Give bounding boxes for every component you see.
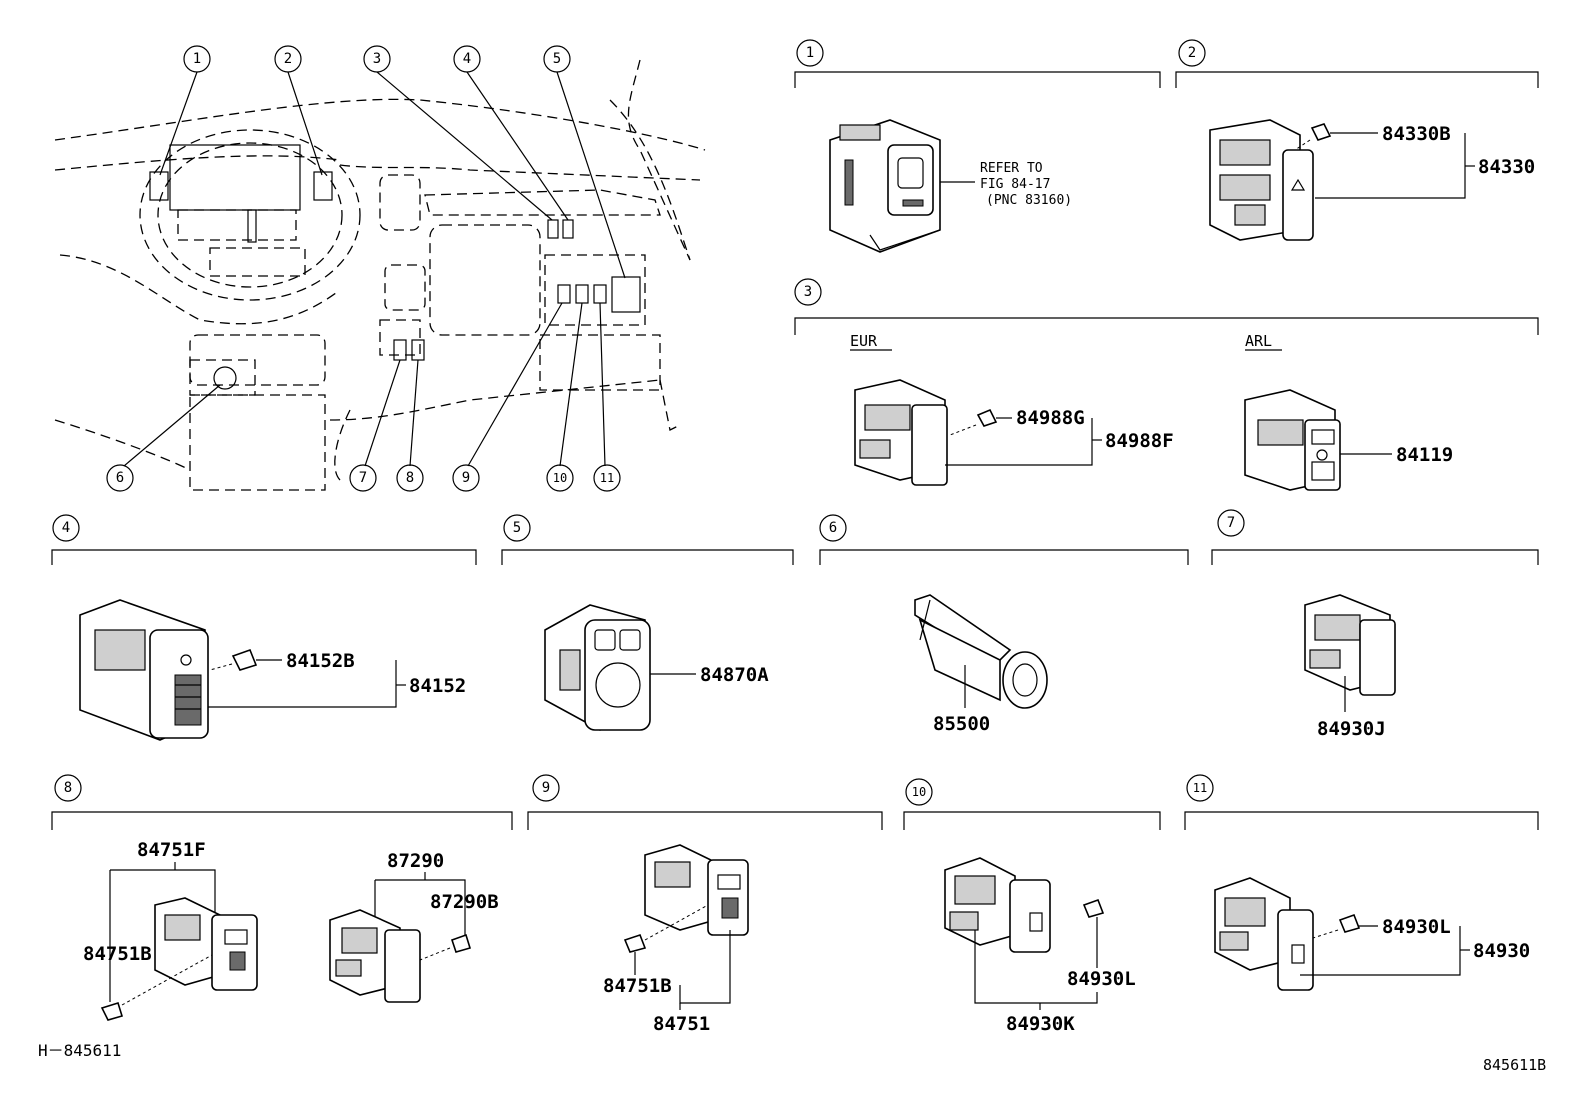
part-84330: 84330	[1478, 156, 1535, 178]
overview-callout-10-text: 10	[553, 471, 567, 485]
section-3: 3 EUR ARL 84988G 84988F	[794, 278, 1539, 491]
section-1-switch	[829, 119, 941, 253]
region-eur: EUR	[850, 332, 878, 350]
section-1-refer-line1: REFER TO	[980, 161, 1043, 176]
overview-callout-4-text: 4	[463, 51, 471, 67]
part-84751F: 84751F	[137, 839, 206, 861]
section-1: 1 REFER TO FIG 84-17 (PNC 83160)	[794, 39, 1161, 253]
section-10: 10 84930L 84930K	[903, 778, 1161, 1035]
section-9-bulb	[623, 933, 647, 953]
section-4-bulb	[231, 648, 258, 671]
section-4-number: 4	[62, 520, 70, 536]
section-11-number: 11	[1193, 781, 1207, 795]
section-4-headlamp-leveling-switch	[79, 599, 209, 741]
overview-callout-9-text: 9	[462, 470, 470, 486]
footer-left-code: H－845611	[38, 1041, 121, 1060]
part-84988G: 84988G	[1016, 407, 1085, 429]
part-84930L-section10: 84930L	[1067, 968, 1136, 990]
section-1-refer-line2: FIG 84-17	[980, 177, 1050, 192]
section-3-arl-switch	[1244, 389, 1341, 491]
overview-callout-8: 8	[396, 464, 424, 492]
part-84930K: 84930K	[1006, 1013, 1075, 1035]
section-10-number: 10	[912, 785, 926, 799]
section-8-switch-right	[329, 909, 421, 1003]
part-84930L-section11: 84930L	[1382, 916, 1451, 938]
section-3-eur-switch	[854, 379, 948, 486]
section-9-switch	[644, 844, 749, 936]
overview-callout-5: 5	[543, 45, 571, 73]
section-6: 6 85500	[819, 514, 1189, 735]
overview-callout-11-text: 11	[600, 471, 614, 485]
overview-callout-9: 9	[452, 464, 480, 492]
section-3-eur-bulb	[976, 408, 998, 427]
section-9-number: 9	[542, 780, 550, 796]
section-2: 2 84330B 84330	[1175, 39, 1539, 241]
overview-callout-3-text: 3	[373, 51, 381, 67]
dashboard-overview: 1 2 3 4 5 6 7 8 9 10 11	[54, 45, 706, 492]
part-85500: 85500	[933, 713, 990, 735]
overview-callout-7-text: 7	[359, 470, 367, 486]
section-2-hazard-switch	[1209, 119, 1314, 241]
section-2-bulb	[1310, 123, 1332, 141]
section-7: 7 84930J	[1211, 509, 1539, 740]
section-9: 9 84751B 84751	[527, 774, 883, 1035]
section-8-bulb-right	[450, 933, 472, 953]
overview-callout-1: 1	[183, 45, 211, 73]
section-11-bulb	[1338, 913, 1361, 933]
section-8-number: 8	[64, 780, 72, 796]
overview-callout-8-text: 8	[406, 470, 414, 486]
part-84751B-section8: 84751B	[83, 943, 152, 965]
part-84751B-section9: 84751B	[603, 975, 672, 997]
overview-callout-11: 11	[593, 464, 621, 492]
section-11: 11 84930L 84930	[1184, 774, 1539, 991]
section-4: 4 84152B 84152	[51, 514, 477, 741]
section-7-switch	[1304, 594, 1396, 696]
part-84870A: 84870A	[700, 664, 769, 686]
part-87290B: 87290B	[430, 891, 499, 913]
section-5-number: 5	[513, 520, 521, 536]
region-arl: ARL	[1245, 332, 1272, 350]
part-87290: 87290	[387, 850, 444, 872]
section-10-switch	[944, 857, 1051, 953]
overview-callout-2-text: 2	[284, 51, 292, 67]
section-7-number: 7	[1227, 515, 1235, 531]
section-5-mirror-switch	[544, 604, 651, 731]
section-10-bulb	[1082, 898, 1105, 918]
part-84119: 84119	[1396, 444, 1453, 466]
overview-callout-4: 4	[453, 45, 481, 73]
footer-right-code: 845611B	[1483, 1056, 1546, 1074]
section-8-bulb-left	[100, 1001, 124, 1021]
overview-callout-3: 3	[363, 45, 391, 73]
section-1-refer-line3: (PNC 83160)	[986, 193, 1072, 208]
overview-callout-6-text: 6	[116, 470, 124, 486]
overview-callout-6: 6	[106, 464, 134, 492]
part-84930J: 84930J	[1317, 718, 1386, 740]
section-1-number: 1	[806, 45, 814, 61]
section-2-number: 2	[1188, 45, 1196, 61]
overview-callout-5-text: 5	[553, 51, 561, 67]
section-8-switch-left	[154, 897, 258, 991]
section-5: 5 84870A	[501, 514, 794, 731]
section-11-switch	[1214, 877, 1314, 991]
part-84988F: 84988F	[1105, 430, 1174, 452]
section-3-number: 3	[804, 284, 812, 300]
overview-callout-2: 2	[274, 45, 302, 73]
section-6-number: 6	[829, 520, 837, 536]
part-84152B: 84152B	[286, 650, 355, 672]
part-84751: 84751	[653, 1013, 710, 1035]
part-84930: 84930	[1473, 940, 1530, 962]
part-84152: 84152	[409, 675, 466, 697]
overview-callout-7: 7	[349, 464, 377, 492]
part-84330B: 84330B	[1382, 123, 1451, 145]
section-8: 8 84751F 84751B 87290 87290B	[51, 774, 513, 1021]
overview-callout-1-text: 1	[193, 51, 201, 67]
overview-callout-10: 10	[546, 464, 574, 492]
section-6-cigarette-lighter	[914, 594, 1048, 709]
